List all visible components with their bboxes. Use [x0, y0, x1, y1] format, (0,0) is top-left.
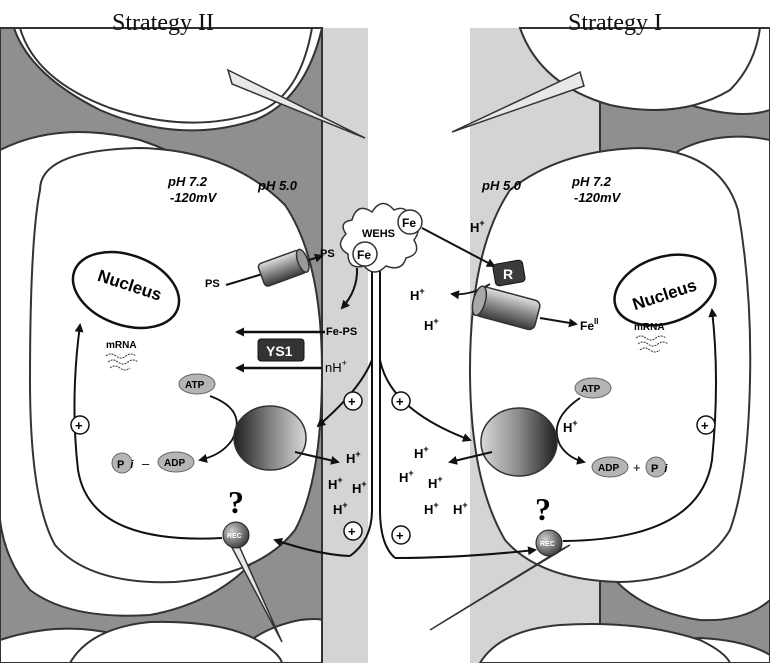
right-pump-proton-h: H [563, 420, 572, 435]
left-fe-ps: Fe-PS [326, 326, 357, 338]
fe-label-bottom: Fe [357, 248, 371, 262]
proton-r5-sup: + [462, 500, 467, 510]
left-rec-label: REC [227, 533, 242, 540]
left-ps-in: PS [205, 278, 220, 290]
right-proton-low-sup: + [433, 316, 438, 326]
proton-r2-sup: + [408, 468, 413, 478]
proton-r1: H+ [414, 444, 429, 461]
title-strategy-ii: Strategy II [112, 10, 214, 36]
left-adp-label: ADP [164, 458, 185, 469]
right-potential: -120mV [574, 190, 622, 205]
right-adp-plus: + [633, 460, 641, 475]
right-pi-p: P [651, 463, 658, 475]
right-mrna-label: mRNA [634, 322, 665, 333]
left-atp-label: ATP [185, 380, 205, 391]
left-cell-outline [30, 148, 322, 582]
proton-l1-h: H [346, 451, 355, 466]
proton-r3-sup: + [437, 474, 442, 484]
left-nh-main: nH [325, 360, 342, 375]
right-proton-low-h: H [424, 318, 433, 333]
right-fe2-main: Fe [580, 319, 594, 333]
right-adp-label: ADP [598, 463, 619, 474]
center-plus-2-label: + [396, 394, 404, 409]
right-proton-mid-sup: + [419, 286, 424, 296]
left-ph-out: pH 5.0 [257, 178, 298, 193]
proton-r1-h: H [414, 446, 423, 461]
proton-l2-sup: + [337, 475, 342, 485]
proton-r1-sup: + [423, 444, 428, 454]
reductase-r-label: R [503, 266, 513, 282]
proton-r4-sup: + [433, 500, 438, 510]
proton-l3-h: H [352, 481, 361, 496]
left-pi-dash: – [142, 456, 150, 471]
proton-r5-h: H [453, 502, 462, 517]
proton-l4-h: H [333, 502, 342, 517]
right-ph-out: pH 5.0 [481, 178, 522, 193]
fe-label-top: Fe [402, 216, 416, 230]
right-proton-low: H+ [424, 316, 439, 333]
left-ph-in: pH 7.2 [167, 174, 208, 189]
proton-r4-h: H [424, 502, 433, 517]
left-pump [234, 406, 306, 470]
wehs-label: WEHS [362, 228, 395, 240]
proton-l3-sup: + [361, 479, 366, 489]
right-ph-in: pH 7.2 [571, 174, 612, 189]
left-question: ? [228, 484, 244, 520]
proton-r5: H+ [453, 500, 468, 517]
center-plus-1-label: + [348, 394, 356, 409]
proton-r3-h: H [428, 476, 437, 491]
right-proton-mid-h: H [410, 288, 419, 303]
left-plus-loop-label: + [75, 418, 83, 433]
proton-r2: H+ [399, 468, 414, 485]
right-proton-top-sup: + [479, 218, 484, 228]
right-question: ? [535, 491, 551, 527]
right-proton-top-h: H [470, 220, 479, 235]
right-pump [481, 408, 557, 476]
right-rec-label: REC [540, 541, 555, 548]
proton-l2-h: H [328, 477, 337, 492]
proton-r3: H+ [428, 474, 443, 491]
center-plus-3-label: + [348, 524, 356, 539]
center-plus-4-label: + [396, 528, 404, 543]
proton-r2-h: H [399, 470, 408, 485]
right-fe2-sup: II [594, 317, 598, 326]
left-pi-p: P [117, 459, 124, 471]
right-proton-mid: H+ [410, 286, 425, 303]
left-nh-sup: + [342, 358, 347, 368]
ys1-label: YS1 [266, 343, 293, 359]
left-potential: -120mV [170, 190, 218, 205]
right-atp-label: ATP [581, 384, 601, 395]
right-plus-loop-label: + [701, 418, 709, 433]
left-ps-out: PS [320, 248, 335, 260]
left-mrna-label: mRNA [106, 340, 137, 351]
right-cell-outline [470, 148, 750, 582]
title-strategy-i: Strategy I [568, 10, 662, 36]
proton-l1-sup: + [355, 449, 360, 459]
right-pump-proton-sup: + [572, 418, 577, 428]
proton-l4-sup: + [342, 500, 347, 510]
proton-r4: H+ [424, 500, 439, 517]
